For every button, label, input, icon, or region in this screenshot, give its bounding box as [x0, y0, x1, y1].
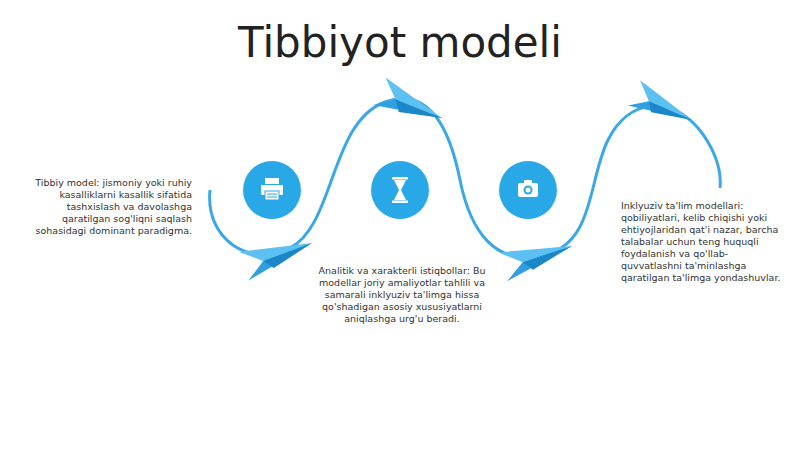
- camera-icon: [499, 161, 557, 219]
- description-text: Inklyuziv ta'lim modellari: qobiliyatlar…: [621, 200, 783, 284]
- description-text: Tibbiy model: jismoniy yoki ruhiy kasall…: [30, 177, 192, 237]
- title: Tibbiyot modeli: [0, 18, 800, 68]
- paper-plane: [628, 80, 698, 133]
- paper-plane: [499, 233, 576, 282]
- description-text: Analitik va xarakterli istiqbollar: Bu m…: [314, 265, 490, 325]
- paper-plane: [373, 78, 447, 133]
- paper-plane: [239, 230, 317, 281]
- hourglass-icon: [371, 161, 429, 219]
- printer-icon: [243, 161, 301, 219]
